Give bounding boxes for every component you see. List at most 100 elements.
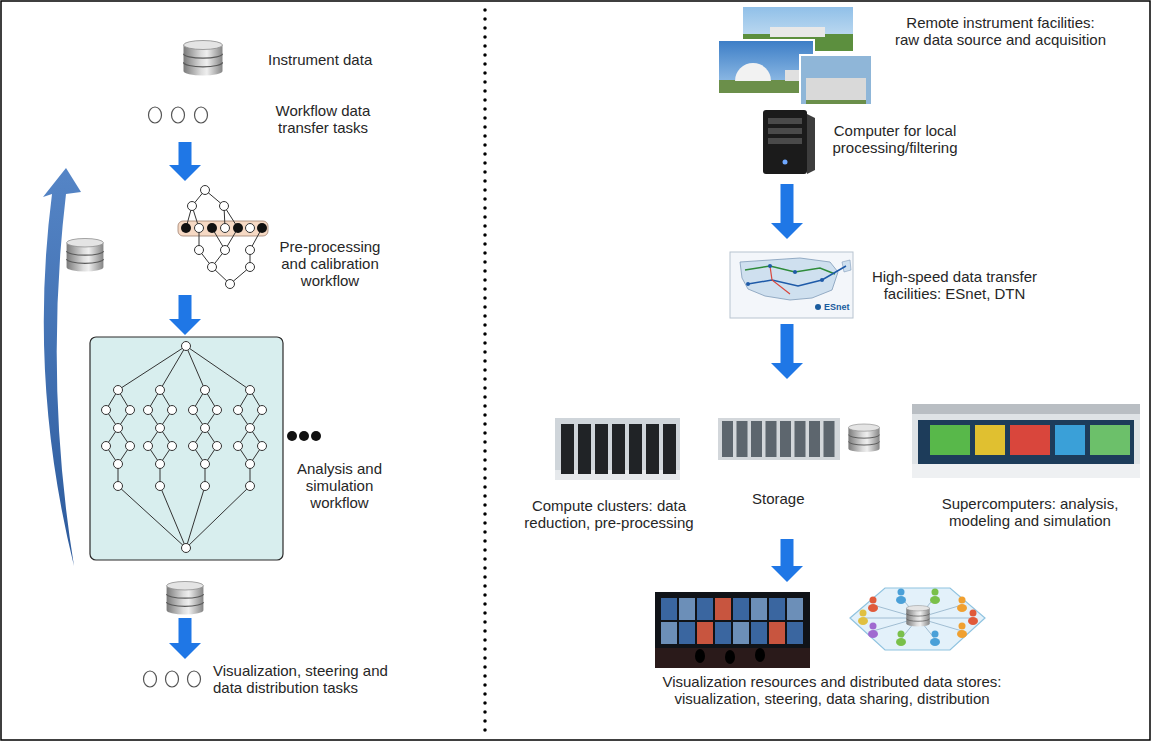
storage-racks <box>737 421 748 457</box>
storage-racks <box>722 421 835 457</box>
sharing-network <box>930 638 940 646</box>
sharing-network <box>870 597 877 604</box>
network-map <box>770 266 790 294</box>
facility-photos <box>735 63 771 81</box>
database-icon <box>848 424 879 452</box>
cluster-racks <box>629 424 642 474</box>
workflow-graph-icon <box>207 223 217 233</box>
workflow-graph-icon <box>186 190 262 284</box>
task-circles <box>172 107 185 123</box>
sharing-network <box>970 610 977 617</box>
flow-arrow <box>179 618 192 643</box>
instrument-data-stage: Instrument data <box>170 36 380 80</box>
storage-racks <box>809 421 820 457</box>
workflow-box <box>189 386 222 491</box>
video-wall <box>655 592 810 668</box>
sharing-network <box>957 630 967 638</box>
network-map <box>730 252 853 318</box>
task-circles <box>195 107 208 123</box>
workflow-box <box>102 386 135 491</box>
node-label: Instrument data <box>268 51 372 68</box>
video-wall <box>733 598 749 620</box>
node-label: Remote instrument facilities: raw data s… <box>893 14 1108 48</box>
flow-arrow <box>179 295 192 319</box>
supercomputer-photo <box>912 404 1140 414</box>
node-label: Supercomputers: analysis, modeling and s… <box>930 495 1130 529</box>
workflow-graph-icon <box>208 263 217 272</box>
workflow-box <box>182 342 191 351</box>
network-map <box>740 258 838 300</box>
local-computer: Computer for local processing/filtering <box>750 108 970 182</box>
preprocessing-workflow: Pre-processing and calibration workflow <box>55 182 400 293</box>
sharing-network <box>968 617 978 625</box>
visualization-tasks-stage: Visualization, steering and data distrib… <box>135 660 420 702</box>
supercomputer-photo <box>930 425 970 455</box>
sharing-network <box>959 623 966 630</box>
compute-clusters: Compute clusters: data reduction, pre-pr… <box>512 405 707 535</box>
workflow-graph-icon <box>221 224 230 233</box>
supercomputer-photo <box>912 404 1140 478</box>
network-map <box>815 304 821 310</box>
sharing-network <box>870 623 877 630</box>
node-label: High-speed data transfer facilities: ESn… <box>867 268 1042 302</box>
video-wall <box>725 650 735 664</box>
cluster-racks <box>561 424 676 474</box>
workflow-graph-icon <box>233 223 243 233</box>
workflow-graph-icon <box>257 223 267 233</box>
video-wall <box>661 598 677 620</box>
network-map <box>768 264 772 268</box>
workflow-graph-icon <box>220 202 229 211</box>
node-label: Analysis and simulation workflow <box>292 460 387 511</box>
video-wall <box>787 622 803 644</box>
video-wall <box>655 648 810 668</box>
sharing-network <box>906 606 929 627</box>
storage-racks <box>824 421 835 457</box>
video-wall <box>679 598 695 620</box>
facility-photos <box>800 55 872 105</box>
task-circles <box>144 671 157 687</box>
facility-photos <box>719 80 813 93</box>
supercomputer-photo <box>1010 425 1050 455</box>
server-icon <box>783 160 788 165</box>
network-map <box>820 278 824 282</box>
sharing-network <box>930 596 940 604</box>
instrument-facilities: Remote instrument facilities: raw data s… <box>712 4 1124 108</box>
sharing-network <box>860 610 867 617</box>
node-label: Workflow data transfer tasks <box>263 102 383 136</box>
workflow-graph-icon <box>188 186 255 289</box>
facility-photos <box>770 27 825 37</box>
sharing-network <box>898 631 905 638</box>
feedback-arrow <box>43 168 81 566</box>
facility-photos <box>806 100 866 104</box>
flow-arrow <box>179 142 192 165</box>
video-wall <box>769 622 785 644</box>
data-transfer-network: High-speed data transfer facilities: ESn… <box>726 240 1046 322</box>
flow-arrow <box>781 539 794 566</box>
video-wall <box>751 598 767 620</box>
sharing-network <box>863 597 973 639</box>
task-circles <box>149 107 162 123</box>
network-map <box>746 282 750 286</box>
video-wall <box>787 598 803 620</box>
workflow-graph-icon <box>246 224 255 233</box>
sharing-network <box>896 596 906 604</box>
cluster-racks <box>663 424 676 474</box>
storage-racks <box>718 418 840 460</box>
ellipsis-dots <box>299 431 309 441</box>
database-icon <box>184 41 223 76</box>
cluster-racks <box>578 424 591 474</box>
workflow-graph-icon <box>181 223 191 233</box>
sharing-network <box>868 604 878 612</box>
video-wall <box>715 622 731 644</box>
video-wall <box>715 598 731 620</box>
supercomputer-photo <box>1090 425 1130 455</box>
workflow-graph-icon <box>195 246 204 255</box>
facility-photos <box>806 78 866 102</box>
video-wall <box>679 622 695 644</box>
video-wall <box>751 622 767 644</box>
storage-racks <box>766 421 777 457</box>
network-map <box>746 264 824 286</box>
